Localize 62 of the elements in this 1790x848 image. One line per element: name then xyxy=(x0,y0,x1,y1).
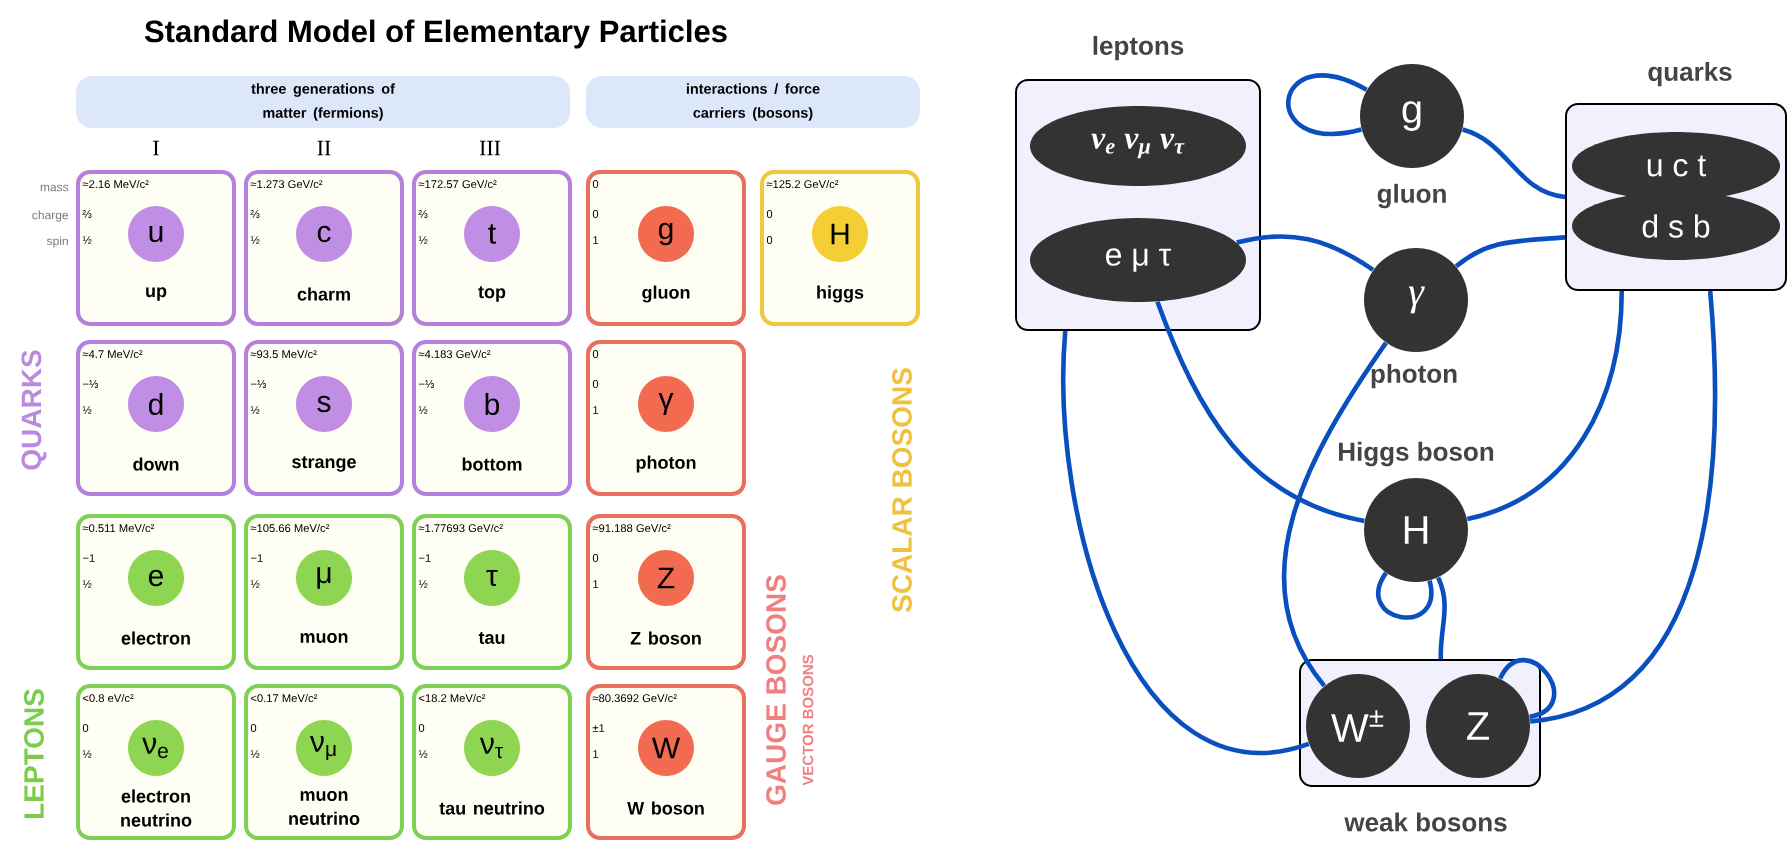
group-label: LEPTONS xyxy=(24,689,44,818)
particle-card xyxy=(586,684,746,840)
particle-name: electron xyxy=(121,631,190,645)
particle-label: gluon xyxy=(1377,183,1446,209)
particle-name: muon xyxy=(300,633,348,643)
node-label: d s b xyxy=(1642,214,1710,238)
connector-line xyxy=(1155,300,1365,524)
title: Standard Model of Elementary Particles xyxy=(144,19,727,49)
group-heading: quarks xyxy=(1648,61,1732,87)
node-label: u c t xyxy=(1647,155,1706,177)
particle-name: electron neutrino xyxy=(121,789,192,827)
particle-card xyxy=(244,684,404,840)
connector-line xyxy=(1529,290,1718,724)
generation-numeral: I xyxy=(153,140,159,156)
connector-line xyxy=(1281,341,1388,688)
particle-card xyxy=(76,340,236,496)
particle-name: Z boson xyxy=(630,631,701,645)
connector-line xyxy=(1236,234,1375,272)
particle-card xyxy=(586,170,746,326)
particle-name: top xyxy=(478,286,506,302)
particle-card xyxy=(412,514,572,670)
generation-numeral: II xyxy=(317,140,331,156)
particle-card xyxy=(244,170,404,326)
group-heading: leptons xyxy=(1093,35,1184,61)
particle-card xyxy=(412,340,572,496)
particle-label: Higgs boson xyxy=(1339,441,1494,467)
connector-line xyxy=(1466,290,1625,522)
group-label: GAUGE BOSONS xyxy=(766,575,786,805)
particle-name: muon neutrino xyxy=(289,791,360,825)
particle-name: bottom xyxy=(462,457,522,471)
particle-name: up xyxy=(146,287,167,301)
group-label: SCALAR BOSONS xyxy=(892,368,912,613)
particle-name: strange xyxy=(292,456,356,472)
particle-label: photon xyxy=(1371,363,1457,389)
particle-name: gluon xyxy=(642,285,690,303)
connector-line xyxy=(1286,73,1368,136)
particle-name: tau neutrino xyxy=(439,801,545,815)
group-label: QUARKS xyxy=(21,350,47,470)
connector-line xyxy=(1454,235,1566,269)
particle-card xyxy=(586,514,746,670)
connector-line xyxy=(1498,657,1557,720)
connector-line xyxy=(1376,571,1434,620)
connector-line xyxy=(1461,127,1566,200)
particle-name: higgs xyxy=(817,285,864,303)
generation-numeral: III xyxy=(479,140,501,156)
particle-card xyxy=(76,684,236,840)
particle-card xyxy=(244,514,404,670)
particle-name: W boson xyxy=(627,801,704,815)
particle-card xyxy=(244,340,404,496)
particle-card xyxy=(412,684,572,840)
connector-line xyxy=(1436,576,1447,659)
particle-name: charm xyxy=(297,287,350,301)
particle-card xyxy=(76,514,236,670)
particle-card xyxy=(412,170,572,326)
particle-name: tau xyxy=(478,632,505,644)
particle-card xyxy=(586,340,746,496)
particle-name: photon xyxy=(636,455,696,473)
connector-line xyxy=(1061,330,1310,755)
particle-card xyxy=(76,170,236,326)
particle-card xyxy=(760,170,920,326)
particle-name: down xyxy=(133,457,179,471)
group-heading: weak bosons xyxy=(1344,812,1507,832)
